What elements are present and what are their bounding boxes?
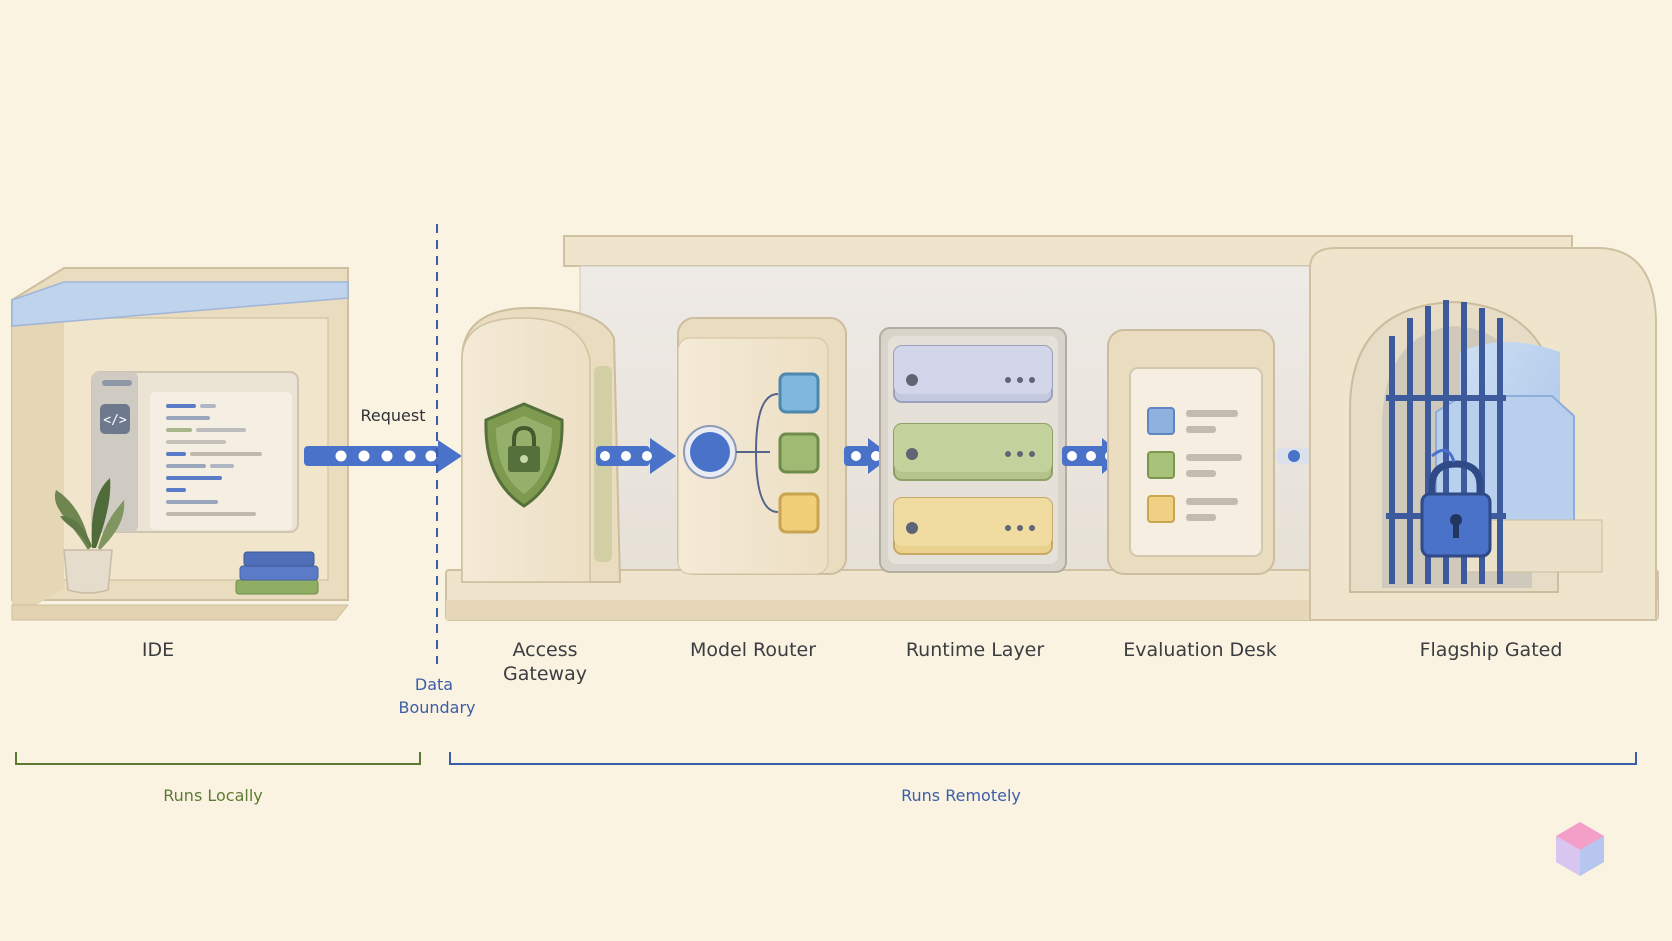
evaluation-desk <box>1107 329 1275 575</box>
runtime-layer <box>879 327 1067 573</box>
svg-text:</>: </> <box>103 413 127 428</box>
flow-arrow-2 <box>596 438 676 474</box>
model-router <box>677 317 847 575</box>
shield-lock-icon <box>484 402 564 508</box>
data-boundary-label-line1: Data <box>414 675 454 694</box>
brand-cube-icon <box>1556 822 1604 876</box>
ide-booth: </> <box>11 267 350 621</box>
runs-remotely-label: Runs Remotely <box>901 786 1021 805</box>
branching-icon <box>683 372 820 534</box>
access-gateway-label-line2: Gateway <box>503 663 587 685</box>
access-gateway-label-line1: Access <box>512 639 578 661</box>
plant-icon <box>54 478 125 594</box>
checklist-icon <box>1147 407 1242 523</box>
books-icon <box>235 551 319 595</box>
runs-locally-label: Runs Locally <box>163 786 263 805</box>
runtime-layer-label: Runtime Layer <box>905 639 1045 661</box>
flagship-vault <box>1309 247 1657 621</box>
remote-bracket <box>449 752 1637 765</box>
data-boundary-label-line2: Boundary <box>398 698 476 717</box>
ide-label: IDE <box>141 639 175 661</box>
request-label: Request <box>360 406 426 425</box>
code-icon <box>100 404 130 434</box>
evaluation-desk-label: Evaluation Desk <box>1123 639 1277 661</box>
access-gateway <box>461 306 622 583</box>
model-router-label: Model Router <box>689 639 817 661</box>
flagship-gated-label: Flagship Gated <box>1419 639 1563 661</box>
code-lines <box>166 404 262 516</box>
padlock-icon <box>1420 448 1492 558</box>
request-arrow <box>304 440 462 472</box>
local-bracket <box>15 752 421 765</box>
server-stack-icon <box>893 345 1053 555</box>
